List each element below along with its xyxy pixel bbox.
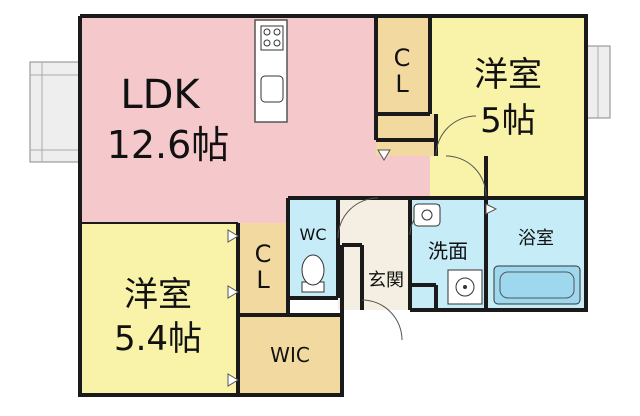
western-left-name: 洋室 — [124, 275, 192, 315]
closet-top-label-1: C — [394, 44, 411, 72]
room-wic — [238, 315, 342, 395]
closet-top — [376, 16, 428, 114]
washing-machine-icon — [447, 269, 483, 305]
entrance-label: 玄関 — [368, 270, 404, 291]
closet-left-label-1: C — [255, 240, 272, 268]
balcony-left — [29, 61, 81, 163]
western-right-name: 洋室 — [474, 55, 542, 95]
stove-icon — [260, 25, 284, 51]
room-entrance — [338, 198, 410, 310]
western-left-size: 5.4帖 — [114, 319, 202, 359]
closet-left-label-2: L — [256, 266, 270, 294]
sink-icon — [260, 75, 284, 103]
kitchen-counter — [254, 19, 288, 123]
closet-top-label-2: L — [395, 70, 409, 98]
wash-basin-icon — [413, 203, 441, 227]
ldk-name: LDK — [120, 72, 201, 118]
markers — [227, 149, 498, 387]
wash-label: 洗面 — [428, 239, 468, 263]
room-western-left — [80, 223, 238, 395]
wic-label: WIC — [270, 343, 310, 367]
closet-top-lower — [376, 114, 436, 156]
room-western-right — [430, 16, 586, 198]
bathtub-icon — [493, 265, 581, 305]
closet-left — [238, 223, 288, 315]
bath-label: 浴室 — [518, 228, 554, 249]
toilet-icon — [301, 254, 325, 293]
wc-label: WC — [300, 225, 327, 244]
walls — [78, 14, 588, 397]
western-right-size: 5帖 — [480, 101, 536, 141]
balcony-right — [583, 45, 611, 119]
ldk-size: 12.6帖 — [107, 123, 230, 167]
